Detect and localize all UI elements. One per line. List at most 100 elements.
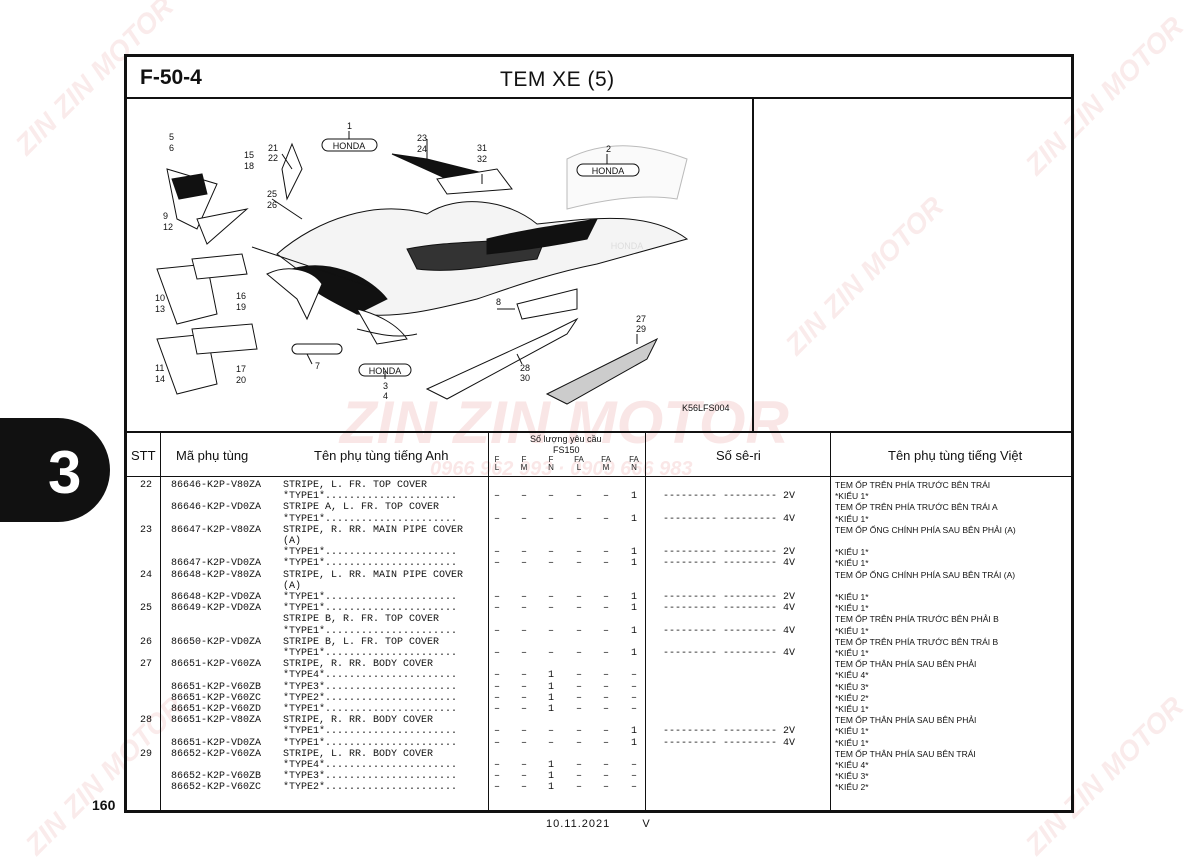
cell-part-no: 86647-K2P-VD0ZA <box>171 558 262 570</box>
cell-qty: 1 <box>548 771 555 783</box>
callout-30: 30 <box>520 373 530 383</box>
cell-qty: – <box>603 558 610 570</box>
cell-serial: --------- --------- 4V <box>663 558 796 570</box>
cell-name-vi: TEM ỐP TRÊN PHÍA TRƯỚC BÊN TRÁI B <box>835 636 999 647</box>
cell-qty: – <box>494 704 501 715</box>
cell-name-vi: *KIỂU 1* <box>835 737 869 748</box>
cell-part-no: 86651-K2P-V60ZB <box>171 681 262 693</box>
cell-qty: – <box>548 547 555 559</box>
callout-21: 21 <box>268 143 278 153</box>
cell-qty: – <box>631 692 638 704</box>
cell-qty: – <box>548 513 555 525</box>
callout-23: 23 <box>417 133 427 143</box>
cell-qty: – <box>631 704 638 715</box>
cell-qty: – <box>603 603 610 615</box>
callout-16: 16 <box>236 291 246 301</box>
cell-name-en: STRIPE, L. RR. BODY COVER <box>283 748 434 760</box>
cell-qty: – <box>548 625 555 637</box>
callout-27: 27 <box>636 314 646 324</box>
cell-part-no: 86647-K2P-V80ZA <box>171 524 262 536</box>
callout-13: 13 <box>155 304 165 314</box>
footer: 10.11.2021 V <box>546 818 651 830</box>
cell-qty: – <box>521 726 528 738</box>
cell-name-en: *TYPE1*...................... <box>283 592 458 603</box>
cell-qty: – <box>603 648 610 659</box>
cell-qty: 1 <box>548 670 555 682</box>
callout-20: 20 <box>236 375 246 385</box>
cell-qty: – <box>576 692 583 704</box>
cell-name-en: STRIPE A, L. FR. TOP COVER <box>283 502 440 514</box>
cell-qty: – <box>521 760 528 771</box>
cell-name-en: *TYPE2*...................... <box>283 692 458 704</box>
cell-name-en: *TYPE3*...................... <box>283 681 458 693</box>
qty-col-top: F <box>548 455 554 464</box>
cell-qty: – <box>521 648 528 659</box>
cell-qty: – <box>548 603 555 615</box>
cell-qty: – <box>603 704 610 715</box>
page-number: 160 <box>92 797 116 813</box>
cell-qty: – <box>576 704 583 715</box>
cell-qty: 1 <box>548 760 555 771</box>
col-header-qty: Số lượng yêu cầu <box>530 434 602 444</box>
cell-name-en: *TYPE1*...................... <box>283 625 458 637</box>
cell-qty: – <box>494 782 501 794</box>
callout-3: 3 <box>383 381 388 391</box>
cell-qty: – <box>576 558 583 570</box>
col-header-name-en: Tên phụ tùng tiếng Anh <box>314 448 449 463</box>
section-tab: 3 <box>0 418 110 522</box>
cell-part-no: 86652-K2P-V60ZC <box>171 782 262 794</box>
cell-part-no: 86651-K2P-V60ZC <box>171 692 262 704</box>
svg-text:HONDA: HONDA <box>369 366 402 376</box>
cell-qty: – <box>576 513 583 525</box>
cell-qty: – <box>521 681 528 693</box>
cell-qty: – <box>576 737 583 749</box>
cell-qty: – <box>494 592 501 603</box>
callout-22: 22 <box>268 153 278 163</box>
callout-8: 8 <box>496 297 501 307</box>
cell-qty: – <box>631 670 638 682</box>
cell-qty: – <box>576 771 583 783</box>
cell-qty: – <box>603 592 610 603</box>
cell-name-en: (A) <box>283 580 302 592</box>
cell-qty: – <box>576 681 583 693</box>
callout-4: 4 <box>383 391 388 401</box>
qty-col-top: F <box>521 455 527 464</box>
cell-qty: – <box>576 603 583 615</box>
callout-17: 17 <box>236 364 246 374</box>
cell-name-vi: *KIỂU 4* <box>835 760 869 770</box>
cell-part-no: 86650-K2P-VD0ZA <box>171 636 262 648</box>
cell-part-no: 86649-K2P-VD0ZA <box>171 603 262 615</box>
cell-name-vi: TEM ỐP TRÊN PHÍA TRƯỚC BÊN TRÁI <box>835 480 991 490</box>
cell-part-no: 86648-K2P-V80ZA <box>171 569 262 581</box>
cell-qty: – <box>521 513 528 525</box>
cell-qty: 1 <box>548 704 555 715</box>
col-header-serial: Số sê-ri <box>716 448 761 463</box>
cell-name-vi: *KIỂU 3* <box>835 681 869 692</box>
qty-col-bottom: L <box>494 463 500 472</box>
qty-col-bottom: L <box>576 463 582 472</box>
cell-qty: – <box>603 771 610 783</box>
cell-qty: – <box>603 625 610 637</box>
col-divider <box>830 433 831 810</box>
cell-qty: 1 <box>631 547 638 559</box>
footer-version: V <box>642 818 651 830</box>
cell-qty: – <box>494 625 501 637</box>
cell-qty: – <box>494 558 501 570</box>
cell-name-en: *TYPE1*...................... <box>283 558 458 570</box>
cell-qty: – <box>494 737 501 749</box>
cell-qty: – <box>521 737 528 749</box>
cell-serial: --------- --------- 4V <box>663 603 796 615</box>
qty-col-top: FA <box>601 455 611 464</box>
cell-qty: – <box>576 782 583 794</box>
cell-serial: --------- --------- 4V <box>663 648 796 659</box>
qty-col-top: FA <box>629 455 639 464</box>
cell-qty: – <box>494 547 501 559</box>
callout-32: 32 <box>477 154 487 164</box>
cell-qty: – <box>603 760 610 771</box>
cell-qty: – <box>521 491 528 503</box>
col-header-model: FS150 <box>553 445 580 455</box>
callout-6: 6 <box>169 143 174 153</box>
cell-qty: – <box>521 704 528 715</box>
cell-qty: 1 <box>631 648 638 659</box>
